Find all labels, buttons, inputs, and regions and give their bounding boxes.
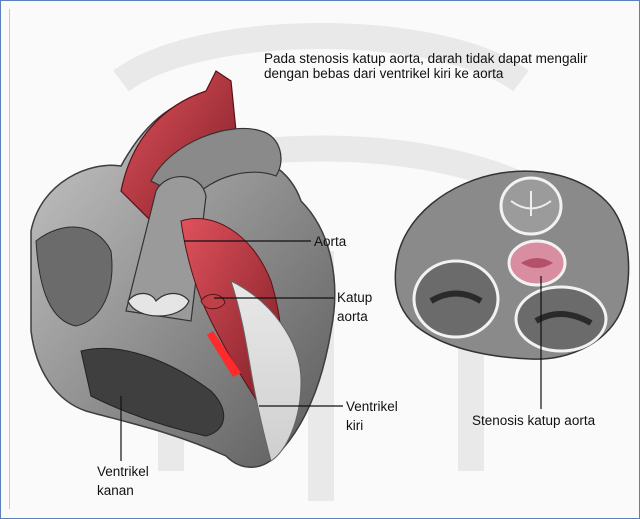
label-ventrikel-kanan-1: Ventrikel <box>97 464 149 479</box>
label-ventrikel-kiri-1: Ventrikel <box>346 399 398 414</box>
label-ventrikel-kanan-2: kanan <box>97 483 134 498</box>
diagram-caption: Pada stenosis katup aorta, darah tidak d… <box>264 51 624 81</box>
label-stenosis: Stenosis katup aorta <box>472 413 595 428</box>
label-katup-aorta-2: aorta <box>337 309 368 324</box>
label-ventrikel-kiri-2: kiri <box>346 418 363 433</box>
label-katup-aorta-1: Katup <box>337 290 372 305</box>
label-aorta: Aorta <box>314 234 346 249</box>
